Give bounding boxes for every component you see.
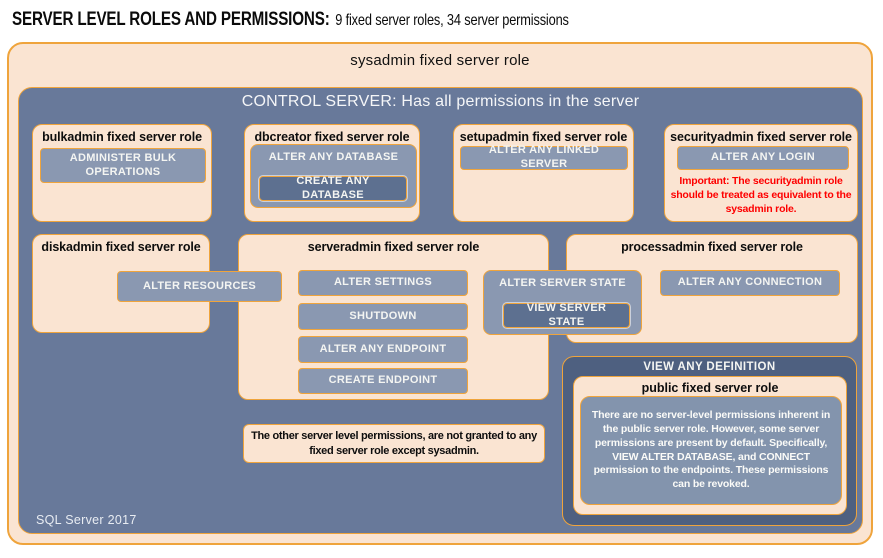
permission-alter-server-state: ALTER SERVER STATE VIEW SERVER STATE bbox=[483, 270, 642, 335]
public-role-title: public fixed server role bbox=[641, 381, 779, 395]
permission-alter-any-database-label: ALTER ANY DATABASE bbox=[268, 151, 399, 163]
permission-alter-any-login: ALTER ANY LOGIN bbox=[677, 146, 849, 170]
permission-alter-resources: ALTER RESOURCES bbox=[117, 271, 282, 302]
permission-alter-settings: ALTER SETTINGS bbox=[298, 270, 468, 296]
permission-create-endpoint: CREATE ENDPOINT bbox=[298, 368, 468, 394]
permission-alter-any-endpoint: ALTER ANY ENDPOINT bbox=[298, 336, 468, 363]
securityadmin-important-note: Important: The securityadmin role should… bbox=[670, 175, 852, 216]
serveradmin-role-title: serveradmin fixed server role bbox=[307, 240, 480, 254]
permission-shutdown: SHUTDOWN bbox=[298, 303, 468, 330]
public-role-description: There are no server-level permissions in… bbox=[580, 396, 842, 505]
other-permissions-note: The other server level permissions, are … bbox=[243, 424, 545, 463]
control-server-title: CONTROL SERVER: Has all permissions in t… bbox=[241, 93, 640, 110]
permission-view-server-state: VIEW SERVER STATE bbox=[503, 302, 630, 328]
dbcreator-role-title: dbcreator fixed server role bbox=[254, 130, 410, 144]
permission-alter-any-connection: ALTER ANY CONNECTION bbox=[660, 270, 840, 296]
sql-server-version-label: SQL Server 2017 bbox=[36, 513, 137, 527]
permission-administer-bulk-operations: ADMINISTER BULK OPERATIONS bbox=[40, 148, 206, 183]
securityadmin-role-box: securityadmin fixed server role ALTER AN… bbox=[664, 124, 858, 222]
sysadmin-role-title: sysadmin fixed server role bbox=[350, 52, 530, 69]
diskadmin-role-title: diskadmin fixed server role bbox=[41, 240, 201, 254]
page-title-subtitle: 9 fixed server roles, 34 server permissi… bbox=[335, 12, 569, 29]
permission-alter-any-linked-server: ALTER ANY LINKED SERVER bbox=[460, 144, 628, 170]
securityadmin-role-title: securityadmin fixed server role bbox=[670, 130, 852, 144]
permission-alter-any-database: ALTER ANY DATABASE CREATE ANY DATABASE bbox=[250, 144, 417, 208]
page-title: SERVER LEVEL ROLES AND PERMISSIONS: 9 fix… bbox=[12, 9, 569, 31]
permission-create-any-database: CREATE ANY DATABASE bbox=[259, 175, 407, 201]
setupadmin-role-box: setupadmin fixed server role ALTER ANY L… bbox=[453, 124, 634, 222]
bulkadmin-role-title: bulkadmin fixed server role bbox=[42, 130, 202, 144]
setupadmin-role-title: setupadmin fixed server role bbox=[459, 130, 628, 144]
view-any-definition-label: VIEW ANY DEFINITION bbox=[643, 361, 776, 373]
processadmin-role-title: processadmin fixed server role bbox=[621, 240, 803, 254]
bulkadmin-role-box: bulkadmin fixed server role ADMINISTER B… bbox=[32, 124, 212, 222]
permission-alter-server-state-label: ALTER SERVER STATE bbox=[499, 277, 626, 289]
dbcreator-role-box: dbcreator fixed server role ALTER ANY DA… bbox=[244, 124, 420, 222]
page-title-main: SERVER LEVEL ROLES AND PERMISSIONS: bbox=[12, 9, 330, 30]
